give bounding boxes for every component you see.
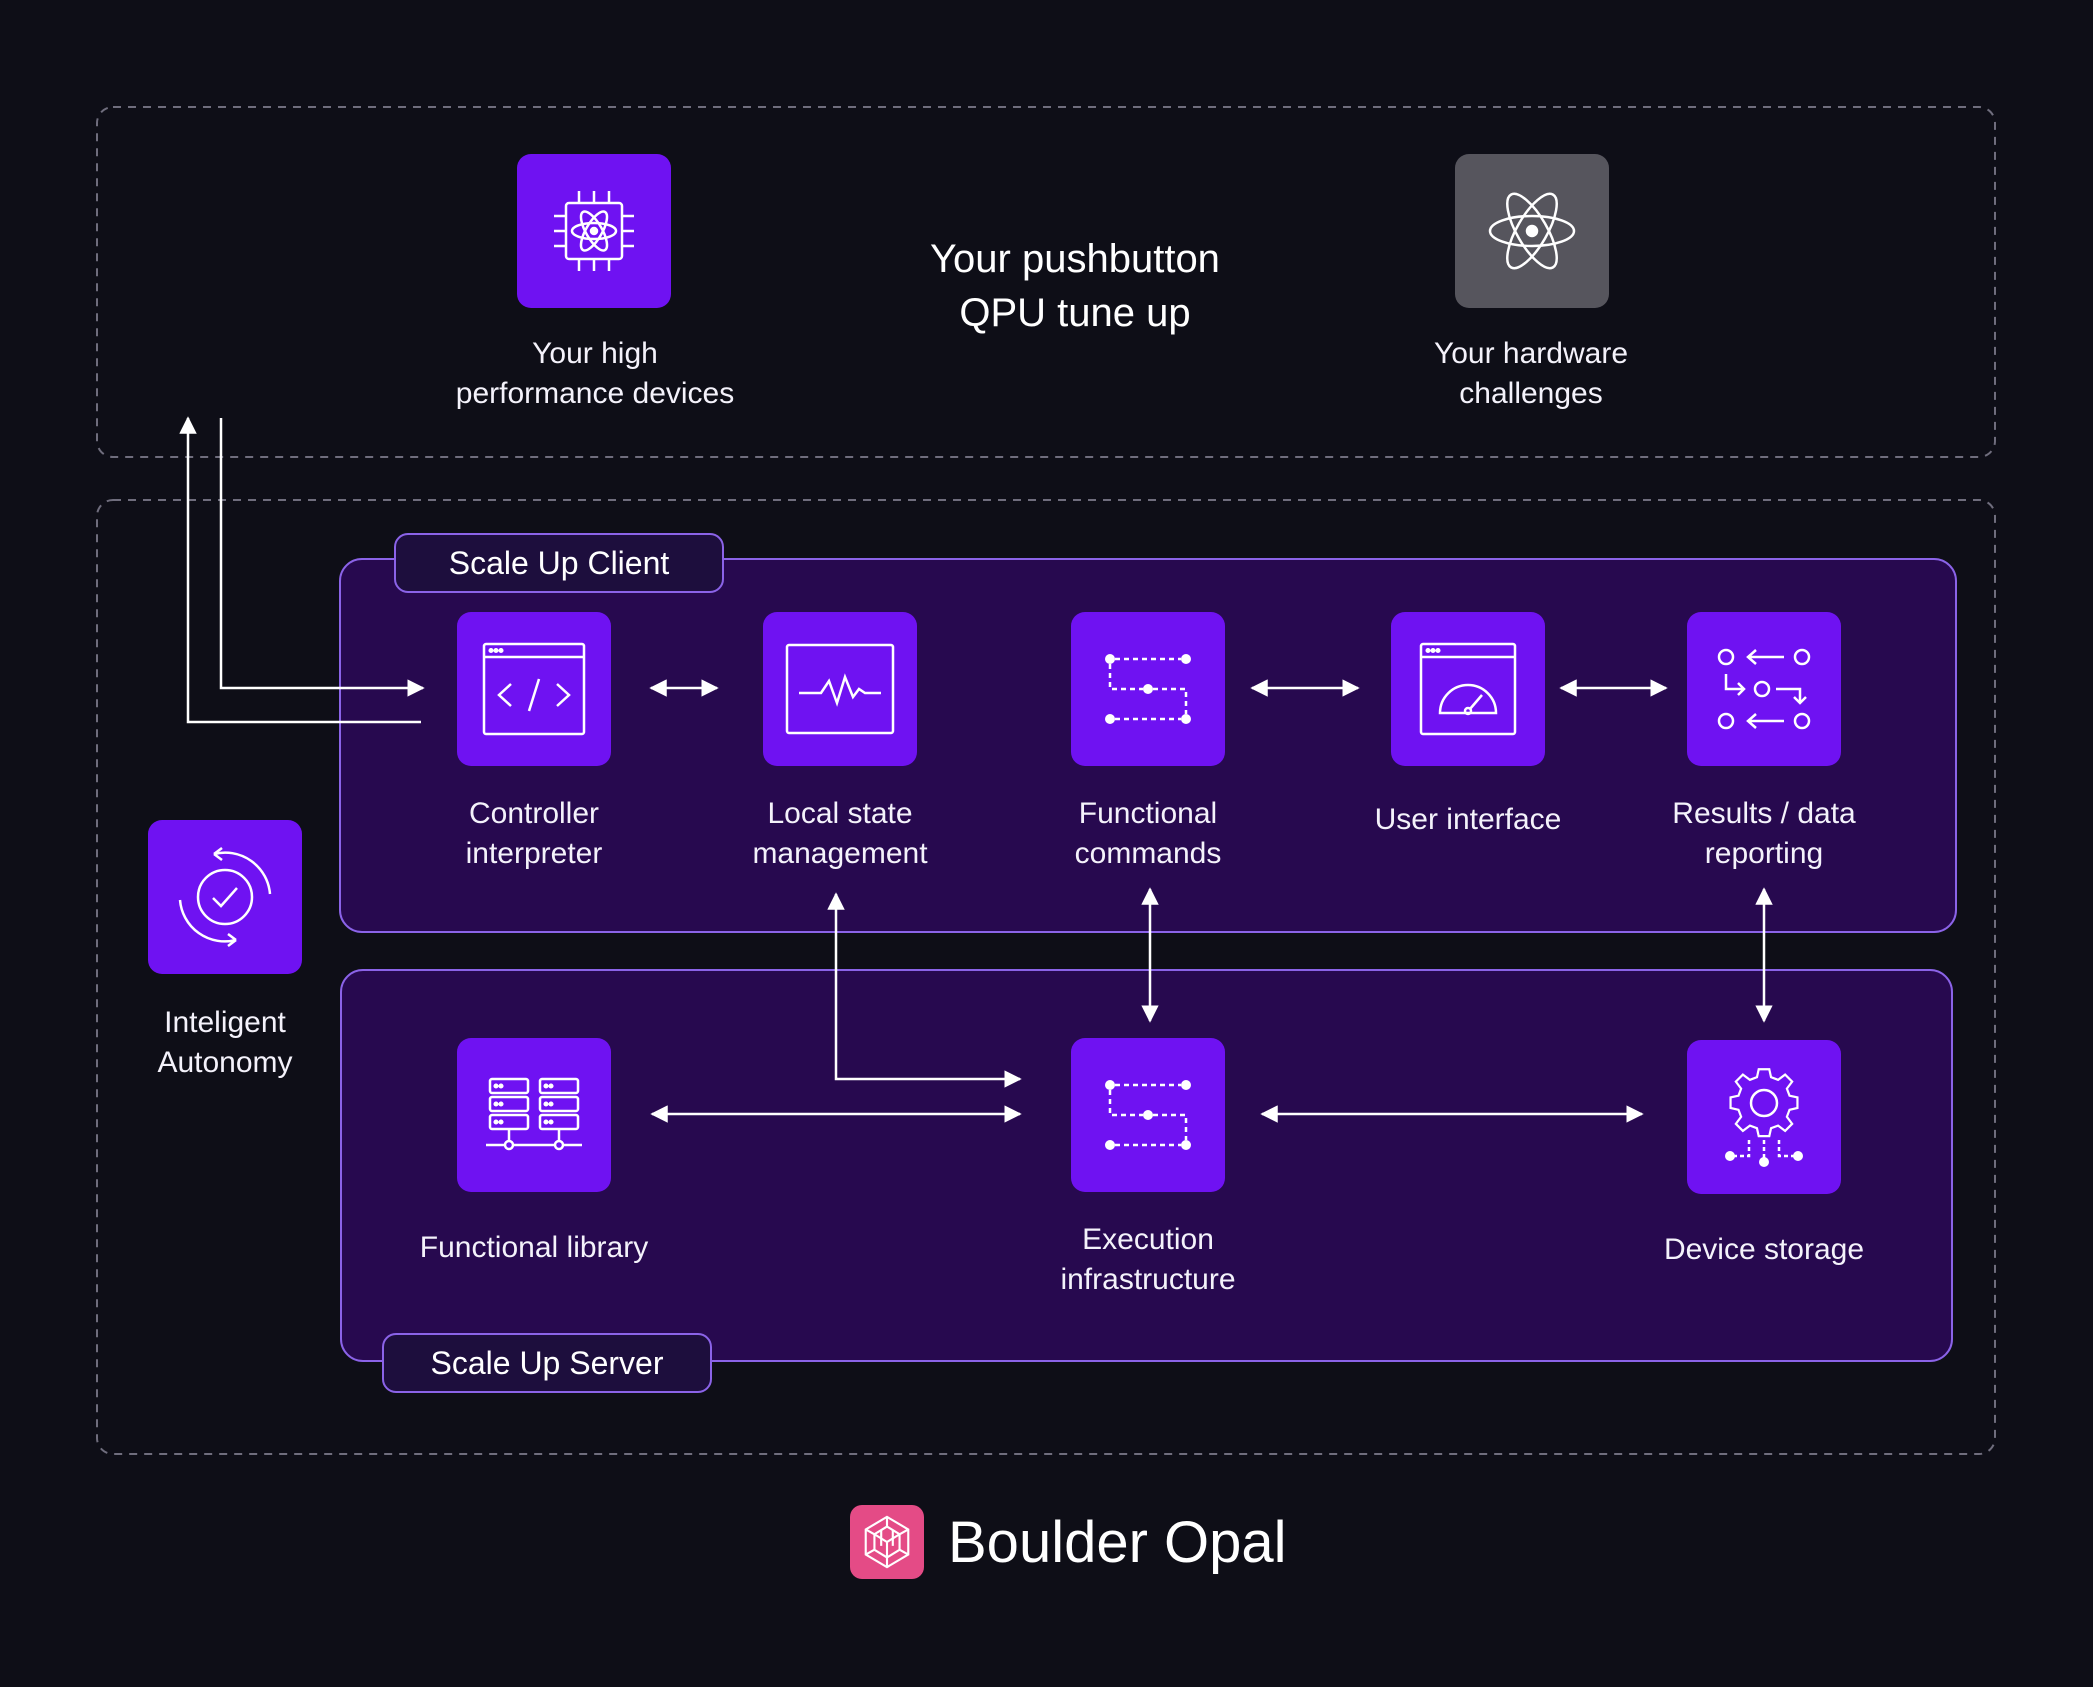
boulder-opal-region xyxy=(96,499,1996,1455)
results-reporting-tile xyxy=(1687,612,1841,766)
headline-line2: QPU tune up xyxy=(959,291,1191,335)
functional-commands-tile xyxy=(1071,612,1225,766)
execution-infrastructure-label: Execution infrastructure xyxy=(1008,1220,1288,1300)
data-flow-icon xyxy=(1717,648,1811,730)
flow-nodes-icon xyxy=(1105,1080,1191,1150)
server-rack-icon xyxy=(486,1077,582,1151)
functional-library-tile xyxy=(457,1038,611,1192)
execution-infrastructure-line2: infrastructure xyxy=(1060,1263,1236,1296)
flow-nodes-icon xyxy=(1105,654,1191,724)
controller-interpreter-tile xyxy=(457,612,611,766)
atom-chip-icon xyxy=(554,191,634,271)
challenges-label-line2: challenges xyxy=(1459,377,1603,410)
devices-tile xyxy=(517,154,671,308)
functional-library-label: Functional library xyxy=(384,1228,684,1268)
functional-commands-line1: Functional xyxy=(1078,797,1218,830)
boulder-opal-logo-mark xyxy=(864,1515,910,1569)
device-storage-line1: Device storage xyxy=(1663,1233,1865,1266)
challenges-label-line1: Your hardware xyxy=(1433,337,1629,370)
user-interface-line1: User interface xyxy=(1374,803,1562,836)
device-storage-tile xyxy=(1687,1040,1841,1194)
arrow-down-to-controller xyxy=(219,418,425,697)
functional-commands-line2: commands xyxy=(1074,837,1222,870)
execution-infrastructure-line1: Execution xyxy=(1082,1223,1214,1256)
challenges-label: Your hardware challenges xyxy=(1356,334,1706,414)
user-interface-tile xyxy=(1391,612,1545,766)
brand-name: Boulder Opal xyxy=(948,1509,1287,1575)
autonomy-label: Inteligent Autonomy xyxy=(100,1003,350,1083)
hardware-region xyxy=(96,106,1996,458)
devices-label-line1: Your high xyxy=(532,337,658,370)
server-title: Scale Up Server xyxy=(382,1333,712,1393)
local-state-line2: management xyxy=(752,837,928,870)
headline: Your pushbutton QPU tune up xyxy=(875,232,1275,340)
brand: Boulder Opal xyxy=(850,1505,1287,1579)
pulse-monitor-icon xyxy=(785,643,895,735)
user-interface-label: User interface xyxy=(1328,800,1608,840)
code-window-icon xyxy=(482,642,586,736)
local-state-label: Local state management xyxy=(700,794,980,874)
local-state-tile xyxy=(763,612,917,766)
autonomy-tile xyxy=(148,820,302,974)
controller-interpreter-label: Controller interpreter xyxy=(394,794,674,874)
boulder-opal-logo xyxy=(850,1505,924,1579)
autonomy-label-line2: Autonomy xyxy=(157,1046,293,1079)
client-title: Scale Up Client xyxy=(394,533,724,593)
devices-label: Your high performance devices xyxy=(420,334,770,414)
arrow-up-to-devices xyxy=(179,416,421,724)
local-state-line1: Local state xyxy=(767,797,913,830)
atom-icon xyxy=(1488,192,1576,270)
results-reporting-label: Results / data reporting xyxy=(1624,794,1904,874)
results-reporting-line1: Results / data xyxy=(1672,797,1856,830)
challenges-tile xyxy=(1455,154,1609,308)
autonomy-label-line1: Inteligent xyxy=(164,1006,286,1039)
devices-label-line2: performance devices xyxy=(455,377,735,410)
gear-network-icon xyxy=(1725,1068,1803,1167)
controller-interpreter-line1: Controller xyxy=(468,797,600,830)
headline-line1: Your pushbutton xyxy=(930,237,1220,281)
functional-library-line1: Functional library xyxy=(419,1231,649,1264)
results-reporting-line2: reporting xyxy=(1704,837,1824,870)
device-storage-label: Device storage xyxy=(1614,1230,1914,1270)
controller-interpreter-line2: interpreter xyxy=(465,837,603,870)
gauge-window-icon xyxy=(1419,642,1517,736)
arrow-local-to-execution xyxy=(827,892,1022,1088)
functional-commands-label: Functional commands xyxy=(1008,794,1288,874)
refresh-check-icon xyxy=(178,847,272,947)
execution-infrastructure-tile xyxy=(1071,1038,1225,1192)
